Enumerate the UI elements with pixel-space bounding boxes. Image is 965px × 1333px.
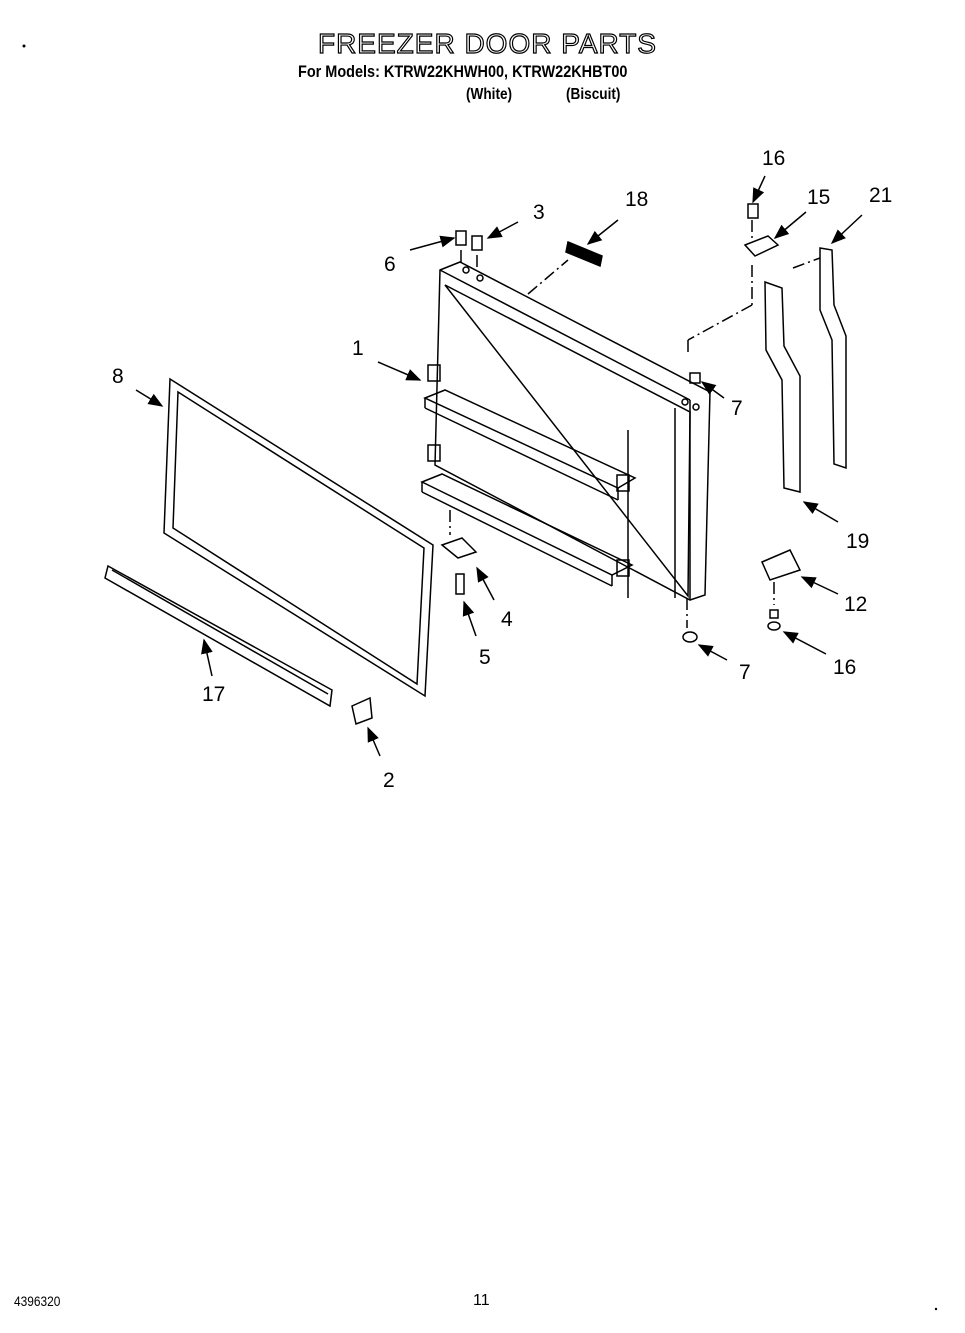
callout-21: 21 (869, 184, 892, 207)
callout-16b: 16 (833, 656, 856, 679)
variant-white: (White) (466, 86, 513, 103)
hinge-covers (764, 247, 847, 493)
callout-6: 6 (384, 253, 396, 276)
variant-biscuit: (Biscuit) (566, 86, 621, 103)
callout-15: 15 (807, 186, 830, 209)
document-code: 4396320 (14, 1293, 61, 1309)
models-line: For Models: KTRW22KHWH00, KTRW22KHBT00 (298, 62, 628, 81)
callout-7b: 7 (739, 661, 751, 684)
callout-18: 18 (625, 188, 648, 211)
callout-arrows (135, 175, 863, 757)
trim-strip (104, 564, 333, 708)
page-number: 11 (473, 1292, 490, 1309)
callout-17: 17 (202, 683, 225, 706)
callout-4: 4 (501, 608, 513, 631)
callout-2: 2 (383, 769, 395, 792)
callout-5: 5 (479, 646, 491, 669)
hardware (440, 203, 802, 643)
callout-7: 7 (731, 397, 743, 420)
callout-16: 16 (762, 147, 785, 170)
callout-12: 12 (844, 593, 867, 616)
door-liner (420, 261, 711, 601)
callout-1: 1 (352, 337, 364, 360)
assembly-lines (449, 220, 821, 628)
callout-3: 3 (533, 201, 545, 224)
callout-19: 19 (846, 530, 869, 553)
callout-8: 8 (112, 365, 124, 388)
page-title: FREEZER DOOR PARTS (317, 27, 657, 59)
door-gasket (163, 377, 434, 698)
gasket-clip (351, 696, 373, 726)
